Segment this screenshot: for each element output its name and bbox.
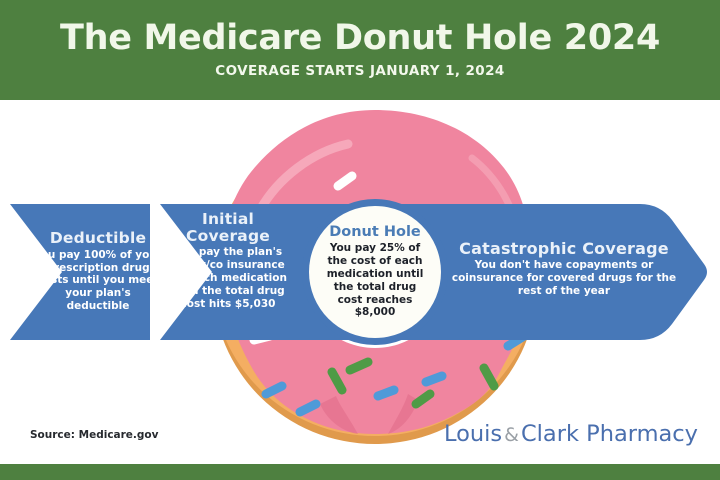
source-label: Source: Medicare.gov	[30, 429, 159, 441]
stage-deductible-title: Deductible	[49, 229, 147, 247]
stage-donut-hole: Donut Hole You pay 25% of the cost of ea…	[309, 206, 441, 338]
brand-logo-first: Louis	[443, 421, 503, 447]
brand-logo-ampersand: &	[504, 424, 519, 446]
stage-donut-hole-title: Donut Hole	[329, 223, 421, 240]
stage-deductible: Deductible You pay 100% of your prescrip…	[34, 230, 162, 313]
stage-initial-coverage: Initial Coverage You pay the plan's copa…	[166, 211, 290, 310]
stage-donut-hole-body: You pay 25% of the cost of each medicati…	[326, 242, 424, 319]
stage-catastrophic-coverage: Catastrophic Coverage You don't have cop…	[447, 240, 681, 298]
stage-deductible-body: You pay 100% of your prescription drug c…	[34, 248, 163, 312]
stage-catastrophic-coverage-title: Catastrophic Coverage	[459, 239, 669, 258]
stage-initial-coverage-title: Initial Coverage	[186, 210, 270, 245]
brand-logo: Louis&Clark Pharmacy	[444, 423, 698, 446]
page-title: The Medicare Donut Hole 2024	[60, 18, 660, 59]
stage-initial-coverage-body: You pay the plan's copay/co insurance fo…	[169, 246, 287, 310]
stage-shape-initial	[160, 204, 300, 340]
stage-shape-deductible	[10, 204, 150, 340]
stage-catastrophic-coverage-body: You don't have copayments or coinsurance…	[451, 259, 677, 297]
header-banner: The Medicare Donut Hole 2024 COVERAGE ST…	[0, 0, 720, 100]
page-subtitle: COVERAGE STARTS JANUARY 1, 2024	[215, 63, 505, 80]
brand-logo-last: Clark Pharmacy	[520, 421, 698, 447]
footer-green-bar	[0, 464, 720, 480]
